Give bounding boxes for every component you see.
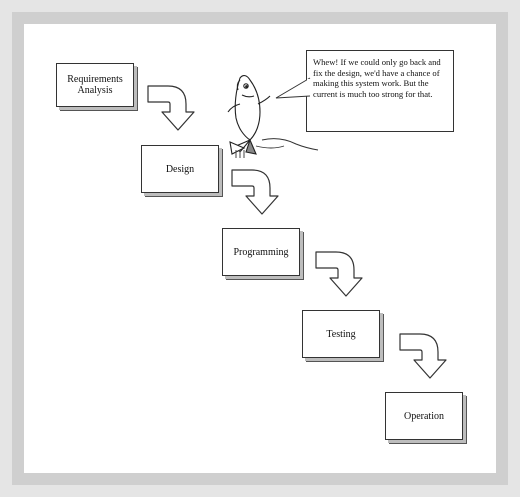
step-label-design: Design [165, 163, 195, 175]
speech-bubble-tail-mask [307, 79, 311, 95]
curved-arrow-icon [147, 85, 195, 131]
step-box-design: Design [141, 145, 219, 193]
fish-icon [227, 75, 271, 158]
step-label-programming: Programming [233, 246, 289, 258]
speech-bubble-text: Whew! If we could only go back and fix t… [313, 57, 441, 100]
step-box-operation: Operation [385, 392, 463, 440]
water-current-line [255, 145, 285, 149]
step-label-testing: Testing [326, 328, 356, 340]
curved-arrow-icon [399, 333, 447, 379]
step-label-operation: Operation [404, 410, 444, 422]
speech-bubble-tail [275, 77, 311, 99]
step-box-programming: Programming [222, 228, 300, 276]
step-box-testing: Testing [302, 310, 380, 358]
water-current-line [261, 138, 319, 151]
step-box-requirements-analysis: Requirements Analysis [56, 63, 134, 107]
speech-bubble: Whew! If we could only go back and fix t… [306, 50, 454, 132]
curved-arrow-icon [315, 251, 363, 297]
curved-arrow-icon [231, 169, 279, 215]
step-label-requirements-analysis: Requirements Analysis [67, 74, 123, 96]
